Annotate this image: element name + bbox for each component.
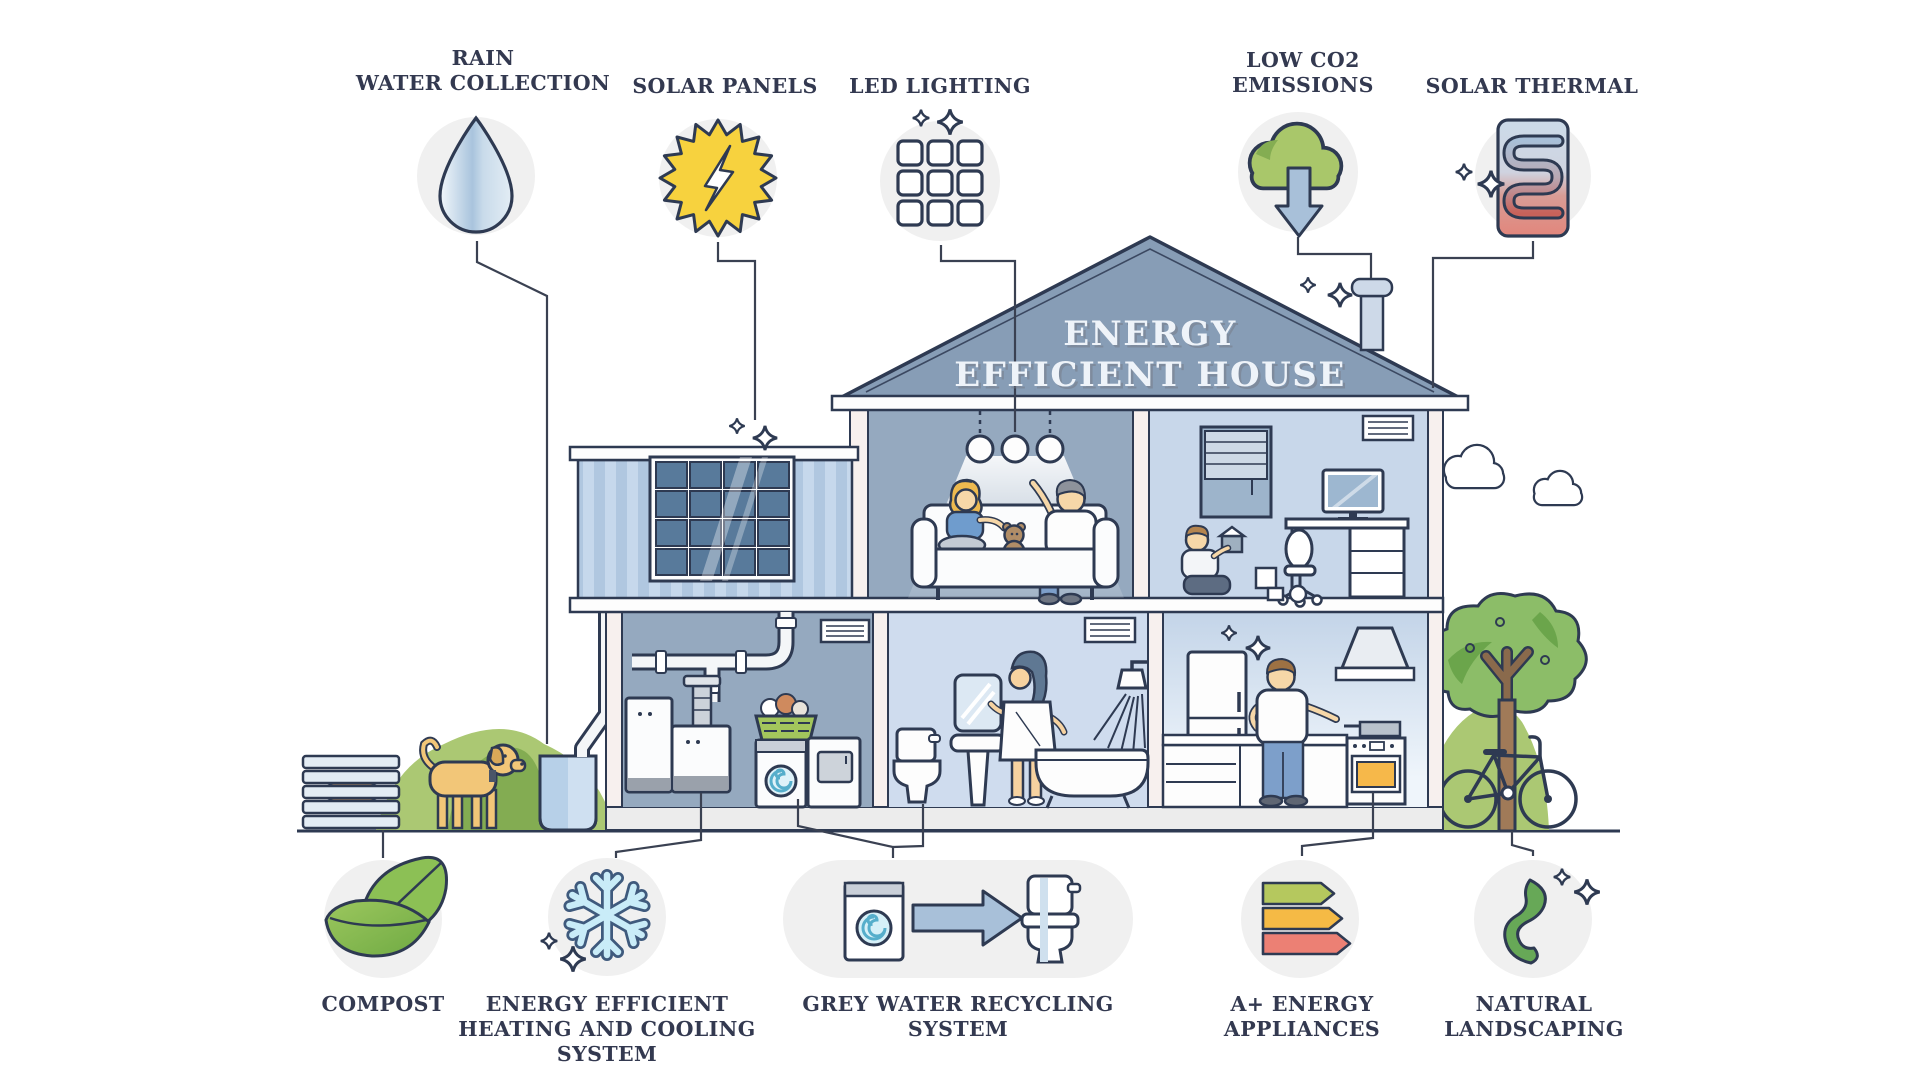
- laundry-basket: [754, 693, 818, 742]
- mirror: [953, 673, 1003, 733]
- toilet: [892, 727, 942, 804]
- sofa-front: [910, 517, 1120, 589]
- wall-solar-panel: [648, 455, 796, 583]
- washing-machine: [754, 738, 808, 809]
- vent-slats: [826, 421, 1408, 637]
- toilet-pictogram: [1020, 874, 1082, 964]
- label-grey-water-recycling: GREY WATER RECYCLING SYSTEM: [802, 992, 1114, 1041]
- kitchen-counter: [1161, 733, 1349, 809]
- leader-lines: [381, 237, 1535, 858]
- bathtub: [1034, 748, 1150, 809]
- roof: [830, 235, 1470, 412]
- range-hood: [1334, 626, 1416, 682]
- leader-co2: [1296, 237, 1373, 278]
- thermal-coil-icon: [1454, 118, 1591, 238]
- desk-and-computer: [1284, 468, 1410, 599]
- label-compost: COMPOST: [321, 992, 445, 1016]
- shower: [1093, 660, 1148, 755]
- feature-icons-bottom: [324, 855, 1602, 978]
- man-cooking: [1248, 657, 1340, 808]
- oven-glow-window: [1356, 761, 1396, 788]
- sunburst-bolt-icon: [658, 118, 778, 238]
- leader-solar-thermal: [1431, 241, 1535, 388]
- outdoor-left: [301, 612, 614, 832]
- outdoor-right: [1420, 443, 1588, 833]
- label-low-co2-emissions: LOW CO2 EMISSIONS: [1232, 48, 1374, 97]
- kids-room-window: [1199, 425, 1273, 519]
- energy-rating-bars-icon: [1241, 860, 1359, 978]
- leader-landscaping: [1510, 831, 1535, 856]
- leaves-icon: [324, 855, 448, 978]
- annex-extension: [568, 445, 860, 602]
- heating-boiler-units: [624, 674, 732, 794]
- leader-led-lighting: [939, 245, 1017, 432]
- chimney: [1350, 277, 1394, 352]
- woman-in-towel: [987, 650, 1068, 806]
- label-solar-thermal: SOLAR THERMAL: [1425, 74, 1639, 98]
- rain-barrel: [538, 754, 598, 832]
- tree: [1425, 592, 1588, 833]
- plant-sprout-icon: [1474, 860, 1602, 978]
- leader-grey-water: [796, 799, 925, 858]
- compost-bin: [301, 754, 401, 830]
- label-led-lighting: LED LIGHTING: [849, 74, 1031, 98]
- leader-rain-water: [475, 241, 549, 744]
- leader-heating: [614, 793, 703, 858]
- label-a-plus-appliances: A+ ENERGY APPLIANCES: [1223, 992, 1381, 1041]
- leader-appliances: [1300, 792, 1375, 856]
- cooking-pot: [1358, 720, 1402, 738]
- snowflake-icon: [539, 858, 666, 976]
- led-grid-icon: [880, 107, 1000, 241]
- dryer-unit: [806, 736, 862, 809]
- washer-to-toilet-icon: [783, 860, 1133, 978]
- house-title: ENERGY EFFICIENT HOUSE: [954, 314, 1346, 395]
- child-playing-blocks: [1180, 524, 1308, 604]
- label-solar-panels: SOLAR PANELS: [632, 74, 818, 98]
- feature-icons-top: [417, 107, 1591, 241]
- leader-solar-panels: [716, 242, 757, 420]
- dog: [419, 736, 527, 830]
- cloud: [1442, 443, 1506, 490]
- cloud: [1532, 469, 1584, 507]
- recycle-arrow: [911, 889, 1024, 947]
- stove-oven: [1344, 720, 1407, 806]
- label-natural-landscaping: NATURAL LANDSCAPING: [1444, 992, 1624, 1041]
- label-heating-cooling-system: ENERGY EFFICIENT HEATING AND COOLING SYS…: [458, 992, 756, 1066]
- house: [568, 235, 1470, 831]
- cloud-down-arrow-icon: [1238, 112, 1358, 238]
- foundation: [605, 806, 1444, 831]
- label-rain-water-collection: RAIN WATER COLLECTION: [355, 46, 611, 95]
- water-drop-icon: [417, 115, 535, 235]
- downspout-pipe: [574, 612, 614, 757]
